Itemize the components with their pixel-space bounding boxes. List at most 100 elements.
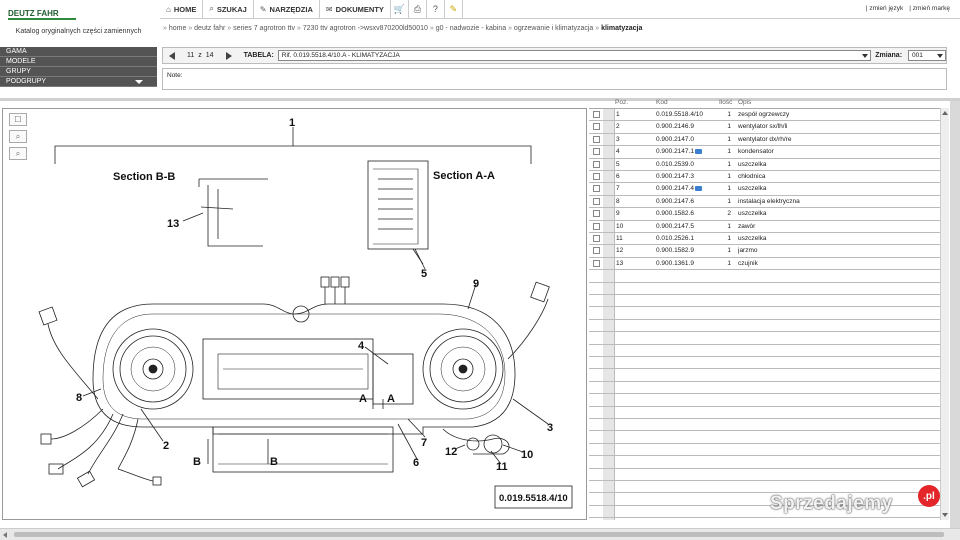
- tabela-select[interactable]: Rif. 0.019.5518.4/10.A - KLIMATYZACJA: [277, 50, 872, 61]
- menu-search[interactable]: ⌕SZUKAJ: [203, 0, 254, 18]
- callout-10[interactable]: 10: [521, 449, 533, 461]
- catalog-title: Katalog oryginalnych części zamiennych: [15, 28, 142, 35]
- change-brand-link[interactable]: | zmień markę: [909, 5, 950, 12]
- row-kod[interactable]: 0.900.2147.6: [656, 197, 694, 205]
- row-checkbox[interactable]: [593, 148, 600, 156]
- callout-4[interactable]: 4: [358, 340, 365, 352]
- callout-6[interactable]: 6: [413, 457, 419, 469]
- row-checkbox[interactable]: [593, 173, 600, 180]
- exploded-drawing[interactable]: 1 Section B-B Section A-A 13 5 9 4 8 2 3…: [3, 109, 587, 520]
- cart-icon[interactable]: [694, 148, 702, 154]
- row-checkbox[interactable]: [593, 235, 600, 242]
- callout-3[interactable]: 3: [547, 422, 553, 434]
- row-checkbox[interactable]: [593, 160, 600, 168]
- row-kod[interactable]: 0.900.2146.9: [656, 123, 694, 131]
- col-opis[interactable]: Opis: [738, 99, 752, 106]
- scroll-up-icon[interactable]: [942, 111, 948, 115]
- row-kod[interactable]: 0.900.2147.4: [656, 185, 702, 192]
- breadcrumb-item[interactable]: series 7 agrotron ttv: [233, 25, 295, 32]
- help-icon[interactable]: ?: [427, 0, 445, 18]
- zmiana-select[interactable]: 001: [908, 50, 946, 61]
- callout-12[interactable]: 12: [445, 446, 457, 458]
- callout-2[interactable]: 2: [163, 440, 169, 452]
- callout-11[interactable]: 11: [496, 461, 508, 473]
- row-checkbox[interactable]: [593, 135, 600, 143]
- callout-8[interactable]: 8: [76, 392, 82, 404]
- row-kod[interactable]: 0.900.2147.5: [656, 222, 694, 230]
- row-checkbox[interactable]: [593, 247, 600, 255]
- zoom-out-icon[interactable]: ⌕: [9, 147, 27, 160]
- nav-item-modele[interactable]: MODELE: [0, 57, 157, 67]
- parts-scrollbar[interactable]: [940, 108, 949, 520]
- nav-item-gama[interactable]: GAMA: [0, 47, 157, 57]
- callout-9[interactable]: 9: [473, 278, 479, 290]
- breadcrumb-item[interactable]: 7230 ttv agrotron ->wsxv870200ld50010: [302, 25, 428, 32]
- breadcrumb-item[interactable]: home: [168, 25, 187, 32]
- svg-text:DEUTZ FAHR: DEUTZ FAHR: [8, 9, 59, 18]
- row-kod[interactable]: 0.019.5518.4/10: [656, 111, 703, 118]
- breadcrumb-item[interactable]: deutz fahr: [194, 25, 226, 32]
- breadcrumb-item[interactable]: ogrzewanie i klimatyzacja: [513, 25, 594, 32]
- menu-tools[interactable]: ✎NARZĘDZIA: [254, 0, 320, 18]
- row-kod[interactable]: 0.900.2147.0: [656, 135, 694, 143]
- row-kod[interactable]: 0.010.2539.0: [656, 160, 694, 168]
- notes-icon[interactable]: ✎: [445, 0, 463, 18]
- row-checkbox[interactable]: [593, 222, 600, 230]
- callout-1[interactable]: 1: [289, 117, 295, 129]
- scroll-left-icon[interactable]: [3, 532, 7, 538]
- print-icon[interactable]: ⎙: [409, 0, 427, 18]
- scroll-down-icon[interactable]: [942, 513, 948, 517]
- exploded-drawing-panel[interactable]: 1 Section B-B Section A-A 13 5 9 4 8 2 3…: [2, 108, 587, 520]
- row-kod[interactable]: 0.900.1582.9: [656, 247, 694, 255]
- callout-13[interactable]: 13: [167, 218, 179, 230]
- row-checkbox[interactable]: [593, 259, 600, 267]
- callout-7[interactable]: 7: [421, 437, 427, 449]
- callout-5[interactable]: 5: [421, 268, 427, 280]
- row-kod[interactable]: 0.900.1361.9: [656, 259, 694, 267]
- scroll-thumb[interactable]: [14, 532, 944, 537]
- deutz-fahr-logo[interactable]: DEUTZ FAHR: [6, 4, 78, 22]
- row-checkbox[interactable]: [593, 185, 600, 193]
- chevron-down-icon: [135, 80, 143, 84]
- cart-icon[interactable]: [694, 186, 702, 192]
- zoom-in-icon[interactable]: ⌕: [9, 130, 27, 143]
- window-scrollbar[interactable]: [950, 101, 960, 528]
- row-checkbox[interactable]: [593, 197, 600, 205]
- menu-documents[interactable]: ✉DOKUMENTY: [320, 0, 391, 18]
- nav-item-grupy[interactable]: GRUPY: [0, 67, 157, 77]
- horizontal-scrollbar[interactable]: [0, 528, 960, 540]
- row-checkbox[interactable]: [593, 123, 600, 131]
- row-kod[interactable]: 0.010.2526.1: [656, 235, 694, 242]
- note-box[interactable]: Note:: [162, 68, 947, 90]
- row-kod[interactable]: 0.900.2147.1: [656, 148, 702, 155]
- col-ilosc[interactable]: Ilość: [719, 99, 733, 106]
- prev-page-icon[interactable]: [169, 51, 175, 60]
- row-checkbox[interactable]: [593, 210, 600, 218]
- change-language-link[interactable]: | zmień język: [865, 5, 904, 12]
- menu-home[interactable]: ⌂HOME: [160, 0, 204, 18]
- col-kod[interactable]: Kod: [656, 99, 668, 106]
- row-checkbox[interactable]: [593, 111, 600, 118]
- nav-item-podgrupy[interactable]: PODGRUPY: [0, 77, 157, 87]
- breadcrumb-item[interactable]: g0 - nadwozie - kabina: [435, 25, 507, 32]
- cart-icon[interactable]: 🛒: [391, 0, 409, 18]
- col-poz[interactable]: Poz.: [615, 99, 629, 106]
- pan-icon[interactable]: ☐: [9, 113, 27, 126]
- row-kod[interactable]: 0.900.2147.3: [656, 173, 694, 180]
- row-poz: 8: [616, 197, 620, 205]
- row-kod[interactable]: 0.900.1582.6: [656, 210, 694, 218]
- next-page-icon[interactable]: [225, 51, 232, 60]
